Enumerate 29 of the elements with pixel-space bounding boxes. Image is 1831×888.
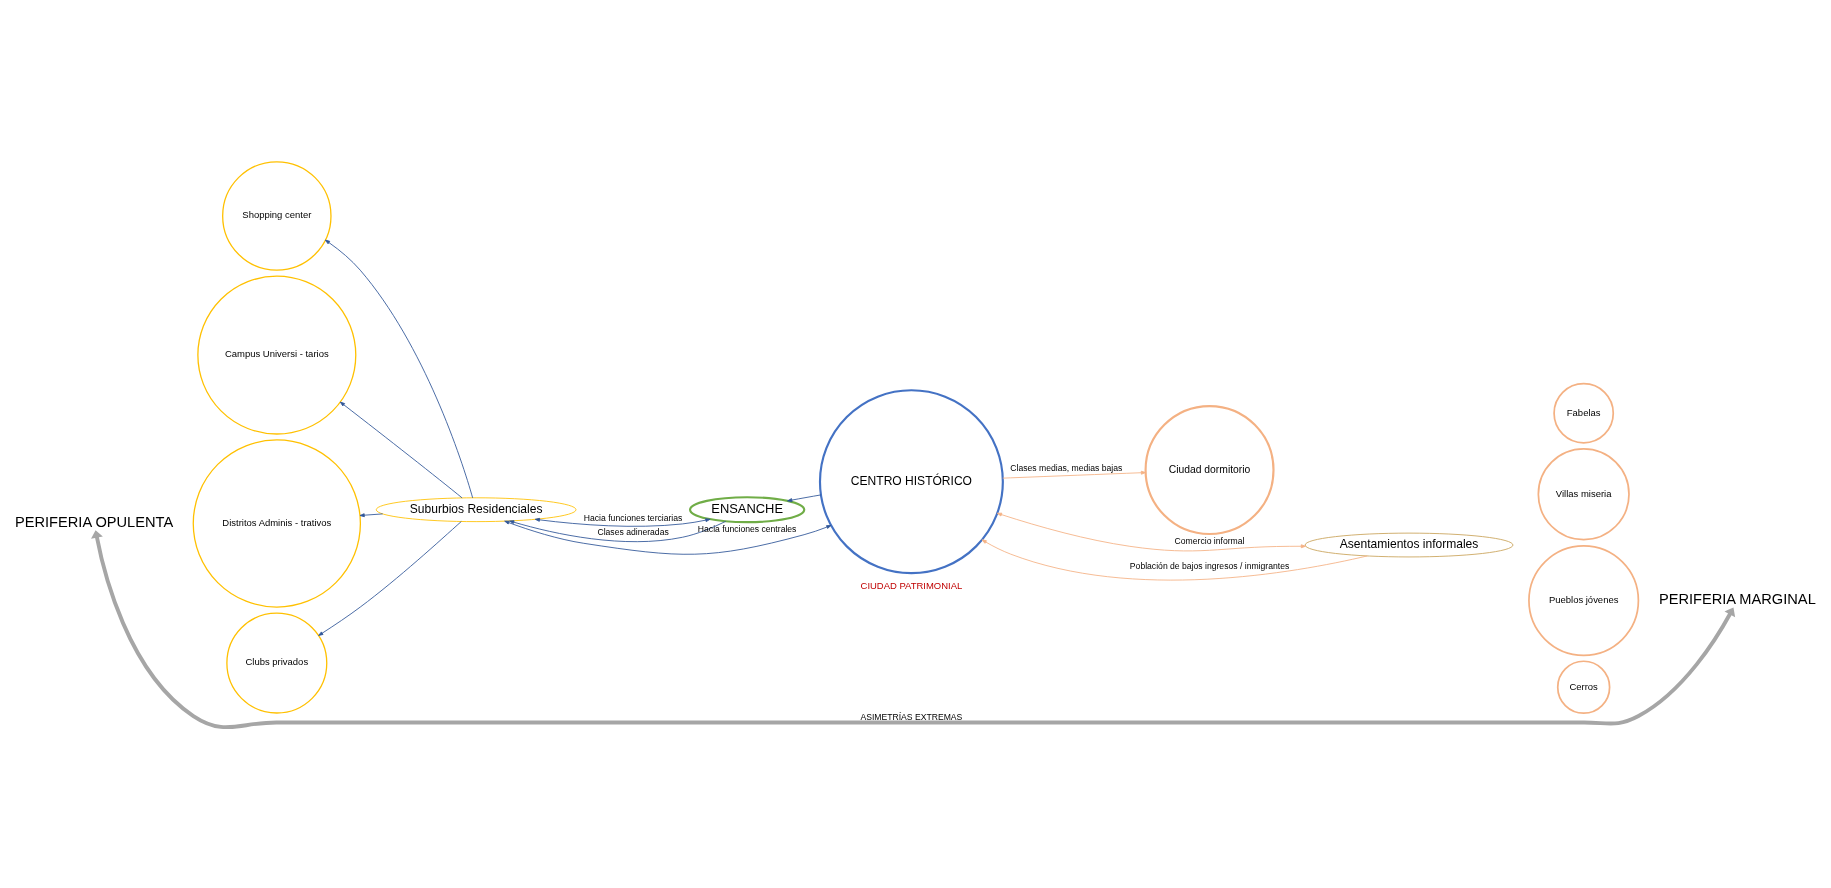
edge-label: Comercio informal	[1174, 535, 1245, 546]
edge-label: Clases adineradas	[597, 526, 669, 537]
arrow	[504, 520, 832, 555]
edge-label: Clases medias, medias bajas	[1010, 462, 1123, 473]
arrow	[981, 538, 1368, 581]
node-circle: Villas miseria	[1537, 447, 1630, 540]
arrow	[318, 520, 462, 636]
node-circle: Pueblos jóvenes	[1528, 544, 1640, 656]
edge-label: Población de bajos ingresos / inmigrantes	[1129, 560, 1290, 571]
node-ellipse: Asentamientos informales	[1304, 532, 1514, 557]
node-circle: Campus Universi - tarios	[197, 274, 357, 435]
node-circle: Distritos Adminis - trativos	[192, 438, 362, 608]
node-text: PERIFERIA OPULENTA	[14, 513, 174, 530]
edge-label: ASIMETRÍAS EXTREMAS	[860, 711, 963, 722]
arrow	[339, 401, 463, 498]
node-text: PERIFERIA MARGINAL	[1658, 590, 1816, 607]
node-circle: Clubs privados	[226, 611, 328, 714]
arrow	[534, 517, 711, 527]
edge-label: Hacia funciones terciarias	[583, 512, 683, 523]
node-circle: Ciudad dormitorio	[1144, 404, 1275, 535]
arrow	[509, 519, 727, 542]
arrow	[359, 512, 384, 517]
arrow	[996, 512, 1306, 551]
label: CIUDAD PATRIMONIAL	[860, 579, 963, 591]
arrow	[1002, 470, 1147, 479]
arrow	[324, 239, 474, 498]
node-circle: Cerros	[1556, 659, 1611, 714]
node-circle: Fabelas	[1553, 382, 1615, 444]
arrow	[787, 493, 822, 502]
